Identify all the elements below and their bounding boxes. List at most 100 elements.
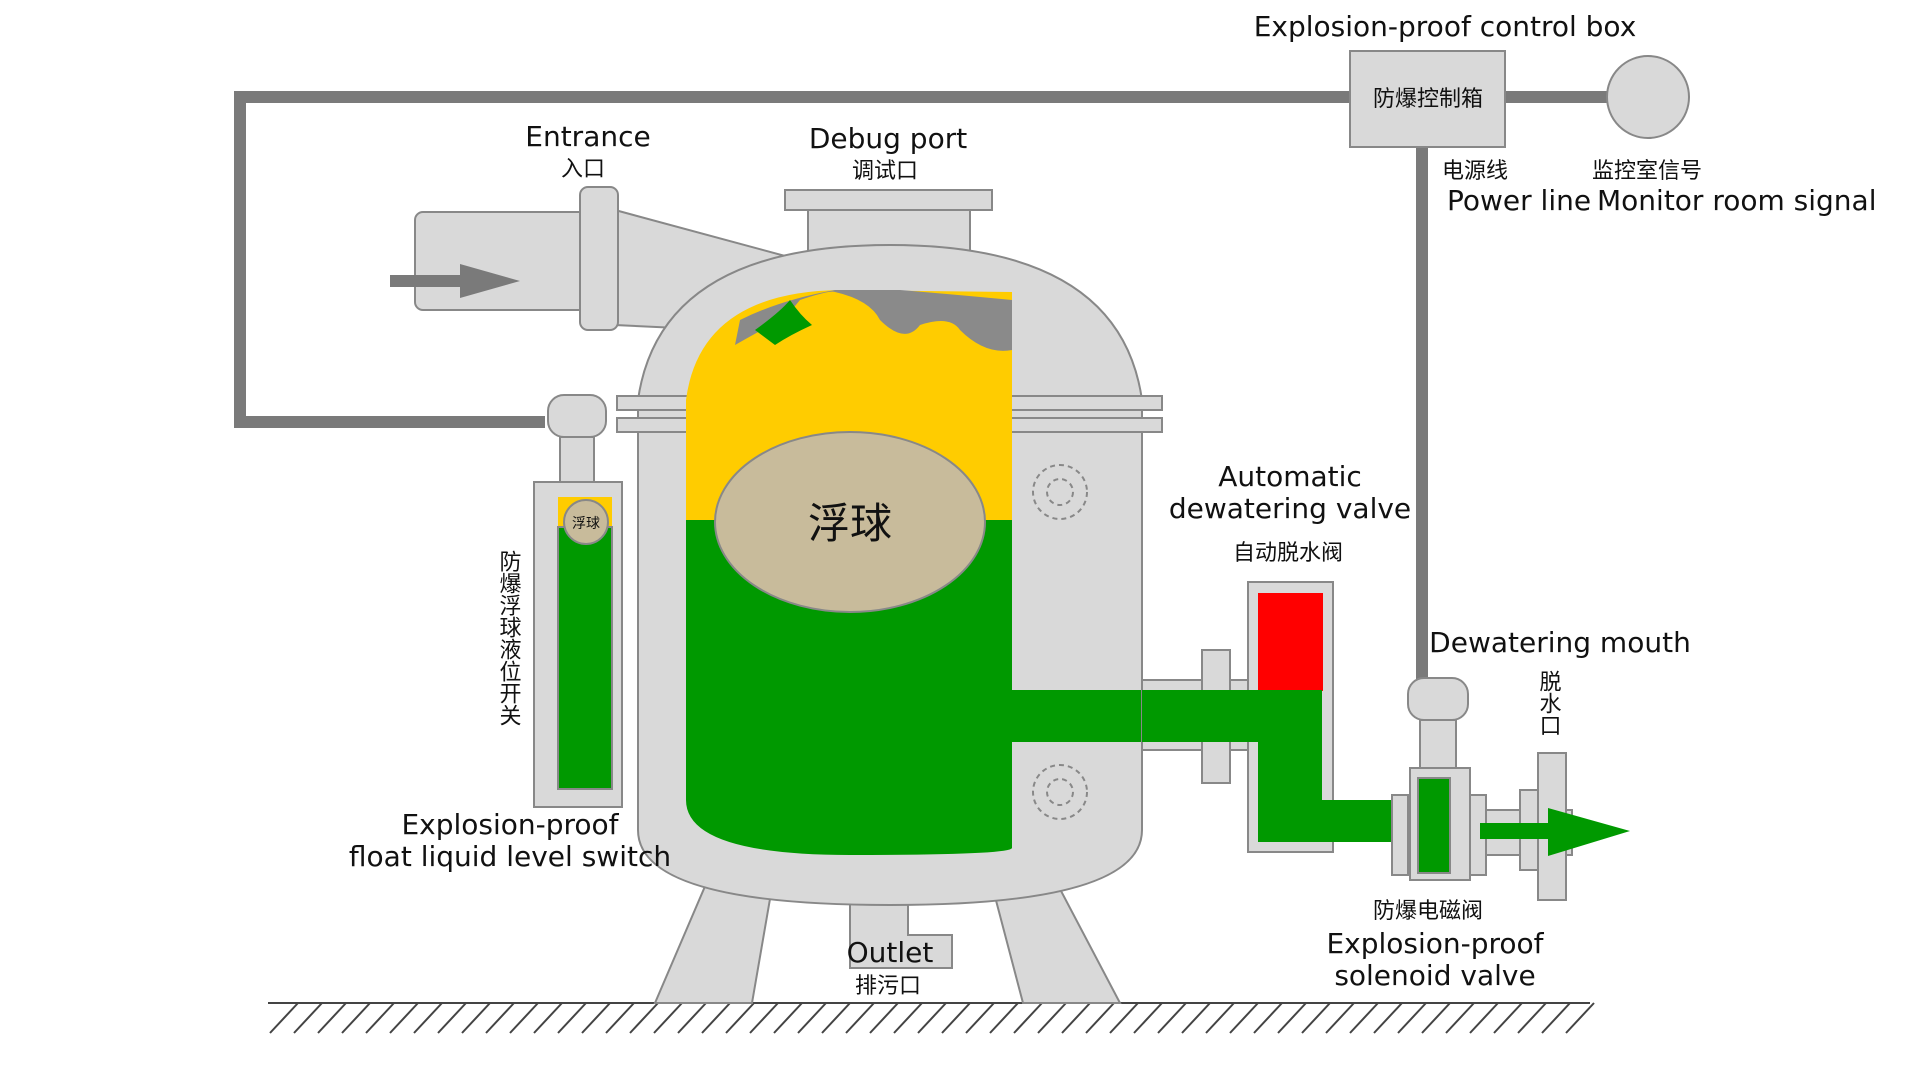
float-switch-label-en-1: Explosion-proof: [401, 808, 619, 841]
ground-hatch-mark: [1445, 1002, 1475, 1034]
ground-hatch-mark: [1277, 1002, 1307, 1034]
auto-valve-label-en-1: Automatic: [1218, 460, 1362, 493]
control-box-label-en: Explosion-proof control box: [1254, 10, 1637, 43]
entrance-label-cn: 入口: [561, 157, 605, 182]
dewatering-valve-indicator: [1258, 593, 1323, 691]
ground-hatch-mark: [461, 1002, 491, 1034]
ground-hatch-mark: [917, 1002, 947, 1034]
ground-hatch-mark: [1229, 1002, 1259, 1034]
monitor-signal-label-cn: 监控室信号: [1592, 159, 1702, 184]
float-switch-neck: [559, 436, 595, 483]
green-splash: [755, 300, 812, 345]
sight-port-lower: [1032, 764, 1088, 820]
solenoid-label-cn: 防爆电磁阀: [1373, 899, 1483, 924]
ground-hatch-mark: [365, 1002, 395, 1034]
ground-hatch-mark: [1133, 1002, 1163, 1034]
debug-port-label-en: Debug port: [809, 122, 967, 155]
signal-cable: [234, 91, 1350, 428]
ground-hatch-mark: [485, 1002, 515, 1034]
auto-valve-label-en-2: dewatering valve: [1169, 492, 1411, 525]
control-box-label-cn: 防爆控制箱: [1373, 87, 1483, 112]
ground-hatch-mark: [1373, 1002, 1403, 1034]
float-switch-vertical-label: 防爆浮球液位开关: [496, 550, 522, 726]
inlet-flange: [579, 186, 619, 331]
dewatering-flow-path: [1142, 690, 1420, 842]
ground-hatch-mark: [1253, 1002, 1283, 1034]
solenoid-top-cap: [1407, 677, 1469, 721]
ground-hatch-mark: [845, 1002, 875, 1034]
power-line-label-cn: 电源线: [1442, 159, 1508, 184]
solenoid-flow-core: [1417, 777, 1451, 874]
dewatering-mouth-vertical-label: 脱水口: [1536, 670, 1562, 736]
float-switch-ball: [563, 499, 609, 545]
ground-hatch-mark: [1469, 1002, 1499, 1034]
ground-hatch-mark: [629, 1002, 659, 1034]
ground-hatch-mark: [1493, 1002, 1523, 1034]
ground-hatch-mark: [749, 1002, 779, 1034]
ground-hatch-mark: [389, 1002, 419, 1034]
ground-hatch-mark: [869, 1002, 899, 1034]
ground-hatch-mark: [725, 1002, 755, 1034]
inlet-pipe: [414, 211, 591, 311]
float-ball: [714, 431, 986, 613]
ground-hatch-mark: [1397, 1002, 1427, 1034]
ground-hatch-mark: [653, 1002, 683, 1034]
dewatering-mouth-label-en: Dewatering mouth: [1429, 626, 1691, 659]
ground-hatch-mark: [1325, 1002, 1355, 1034]
ground-hatch-mark: [437, 1002, 467, 1034]
explosion-proof-control-box: [1349, 50, 1506, 148]
ground-hatch-mark: [677, 1002, 707, 1034]
ground-hatch-mark: [1349, 1002, 1379, 1034]
ground-hatch-mark: [341, 1002, 371, 1034]
float-ball-label: 浮球: [808, 499, 892, 548]
sight-port-upper: [1032, 464, 1088, 520]
ground-hatch-mark: [1157, 1002, 1187, 1034]
ground-hatch-mark: [1541, 1002, 1571, 1034]
monitor-room-signal-indicator: [1606, 55, 1690, 139]
power-line-label-en: Power line: [1447, 184, 1591, 217]
ground-hatch-mark: [293, 1002, 323, 1034]
ground-hatch-mark: [605, 1002, 635, 1034]
outlet-label-cn: 排污口: [855, 974, 921, 999]
ground-hatch-mark: [581, 1002, 611, 1034]
ground-hatch-mark: [509, 1002, 539, 1034]
ground-hatch-mark: [1517, 1002, 1547, 1034]
auto-valve-label-cn: 自动脱水阀: [1233, 541, 1343, 566]
ground-hatch-mark: [1565, 1002, 1595, 1034]
float-switch-cap: [547, 394, 607, 438]
ground-hatch-mark: [797, 1002, 827, 1034]
monitor-signal-label-en: Monitor room signal: [1597, 184, 1877, 217]
ground-hatch-mark: [269, 1002, 299, 1034]
ground-hatch-mark: [821, 1002, 851, 1034]
dewatering-flow-arrow: [1480, 808, 1630, 856]
ground-hatch-mark: [1205, 1002, 1235, 1034]
outlet-label-en: Outlet: [847, 936, 934, 969]
ground-hatch-mark: [1301, 1002, 1331, 1034]
debug-port-flange: [784, 189, 993, 211]
entrance-label-en: Entrance: [525, 120, 650, 153]
ground-hatch-mark: [1013, 1002, 1043, 1034]
ground-hatch-mark: [989, 1002, 1019, 1034]
gas-layer: [735, 290, 1012, 351]
ground-hatch-mark: [1061, 1002, 1091, 1034]
float-switch-water: [557, 526, 613, 790]
ground-hatch-mark: [1085, 1002, 1115, 1034]
ground-hatch-mark: [1421, 1002, 1451, 1034]
ground-hatch-mark: [533, 1002, 563, 1034]
ground-hatch-mark: [317, 1002, 347, 1034]
ground-hatch-mark: [1109, 1002, 1139, 1034]
ground: [268, 1002, 1595, 1034]
ground-hatch-mark: [557, 1002, 587, 1034]
ground-hatch-mark: [413, 1002, 443, 1034]
inlet-flow-arrow: [390, 264, 520, 298]
ground-hatch-mark: [773, 1002, 803, 1034]
float-switch-ball-label: 浮球: [572, 516, 600, 532]
ground-hatch-mark: [893, 1002, 923, 1034]
float-switch-label-en-2: float liquid level switch: [349, 840, 671, 873]
ground-hatch-mark: [1181, 1002, 1211, 1034]
ground-hatch-mark: [941, 1002, 971, 1034]
ground-hatch-mark: [1037, 1002, 1067, 1034]
solenoid-label-en-2: solenoid valve: [1334, 959, 1535, 992]
ground-hatch-mark: [965, 1002, 995, 1034]
